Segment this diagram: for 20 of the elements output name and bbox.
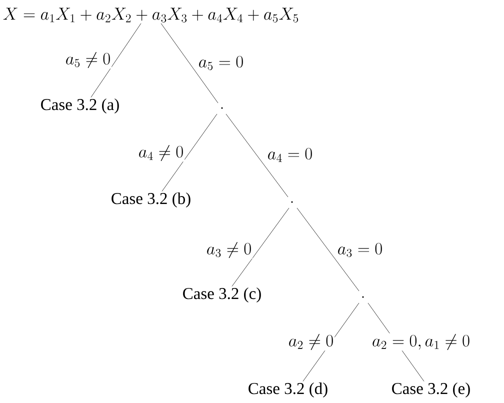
case-label: Case 3.2 (b) <box>112 192 190 208</box>
edge-label: $a_5 \neq 0$ <box>64 51 112 69</box>
branch-line <box>232 208 290 286</box>
branch-line <box>160 23 218 104</box>
edge-label: $a_3 \neq 0$ <box>205 241 253 259</box>
case-label: Case 3.2 (c) <box>183 288 261 302</box>
edge-label: $a_4 \neq 0$ <box>137 144 185 162</box>
branch-line <box>226 114 288 198</box>
case-label: Case 3.2 (d) <box>248 382 328 398</box>
case-label: Case 3.2 (a) <box>41 98 119 114</box>
edge-label: $a_3 = 0$ <box>336 242 384 258</box>
branch-line <box>90 23 142 98</box>
branch-line <box>296 208 360 292</box>
edge-label: $a_5 = 0$ <box>197 55 245 71</box>
case-label: Case 3.2 (e) <box>392 382 470 398</box>
edge-label: $a_4 = 0$ <box>266 147 314 163</box>
edge-label: $a_2 = 0, a_1 \neq 0$ <box>371 333 471 351</box>
equation: $X = a_1 X_1 + a_2 X_2 + a_3 X_3 + a_4 X_4 + a_5 X_5$ <box>3 8 298 22</box>
branch-line <box>162 114 218 192</box>
edge-label: $a_2 \neq 0$ <box>287 333 335 351</box>
